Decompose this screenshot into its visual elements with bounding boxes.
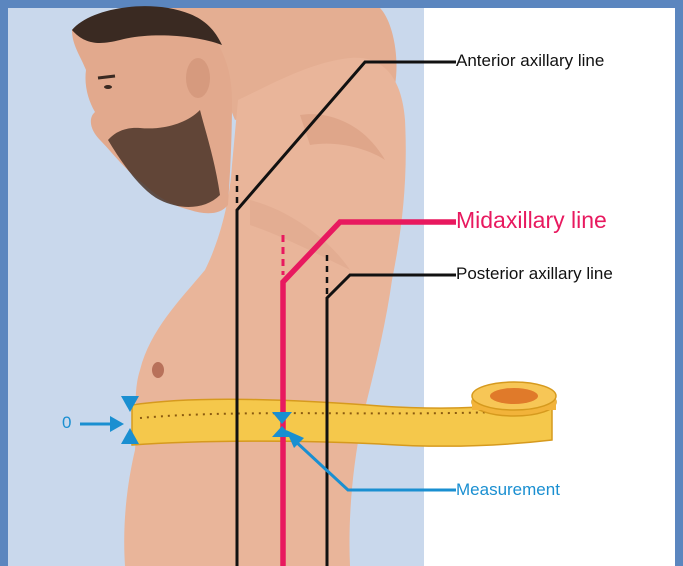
ear — [186, 58, 210, 98]
midaxillary-label: Midaxillary line — [456, 209, 607, 232]
nipple — [152, 362, 164, 378]
anterior-axillary-label: Anterior axillary line — [456, 52, 604, 69]
eye — [104, 85, 112, 89]
eyebrow — [98, 76, 115, 78]
measurement-label: Measurement — [456, 481, 560, 498]
tape-roll-core — [490, 388, 538, 404]
posterior-axillary-label: Posterior axillary line — [456, 265, 613, 282]
zero-label: 0 — [62, 414, 71, 431]
